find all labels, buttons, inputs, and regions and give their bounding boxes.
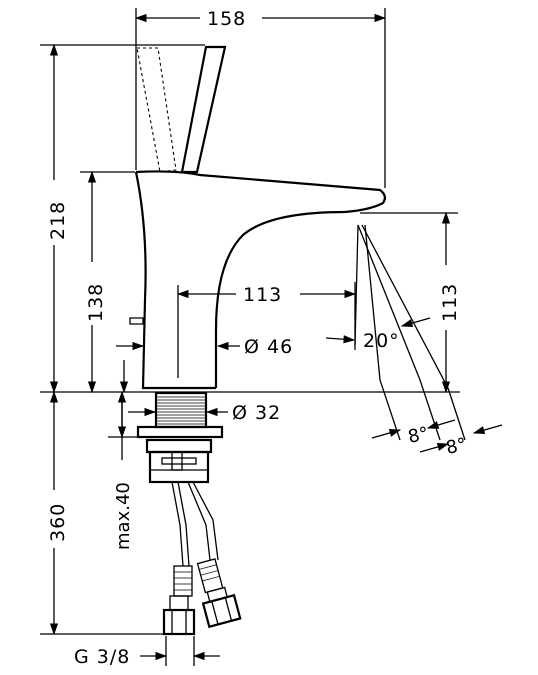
dim-diameter-46-label: Ø 46 <box>244 336 293 358</box>
dim-angle-8b-label: 8° <box>444 434 468 459</box>
dim-lever <box>116 341 145 394</box>
dim-height-360: 360 <box>40 390 165 636</box>
dim-angle-8: 8° 8° <box>371 419 503 459</box>
mounting-assembly <box>136 391 242 636</box>
dim-height-113-label: 113 <box>439 283 461 322</box>
dim-angle-20-label: 20° <box>363 330 400 352</box>
dim-angle-8a-label: 8° <box>406 423 430 448</box>
spray-pattern <box>354 224 466 441</box>
dim-max-40-label: max.40 <box>113 482 134 550</box>
dim-height-113: 113 <box>360 211 461 394</box>
dim-height-138: 138 <box>80 170 135 394</box>
dim-angle-20: 20° <box>325 317 431 352</box>
dim-diameter-32-label: Ø 32 <box>232 402 281 424</box>
dim-diameter-46: Ø 46 <box>216 336 293 358</box>
faucet-body <box>129 45 387 390</box>
dim-thread-g38-label: G 3/8 <box>74 646 130 668</box>
dim-height-218: 218 <box>40 43 205 394</box>
dim-diameter-32: Ø 32 <box>128 402 281 424</box>
dim-max-40: max.40 <box>108 390 138 550</box>
dim-width-158: 158 <box>134 8 387 188</box>
dim-width-158-label: 158 <box>207 8 246 30</box>
dim-reach-113-label: 113 <box>243 284 282 306</box>
dim-height-360-label: 360 <box>47 503 69 542</box>
dim-height-138-label: 138 <box>85 283 107 322</box>
dim-thread-g38: G 3/8 <box>74 636 220 668</box>
dim-height-218-label: 218 <box>47 201 69 240</box>
